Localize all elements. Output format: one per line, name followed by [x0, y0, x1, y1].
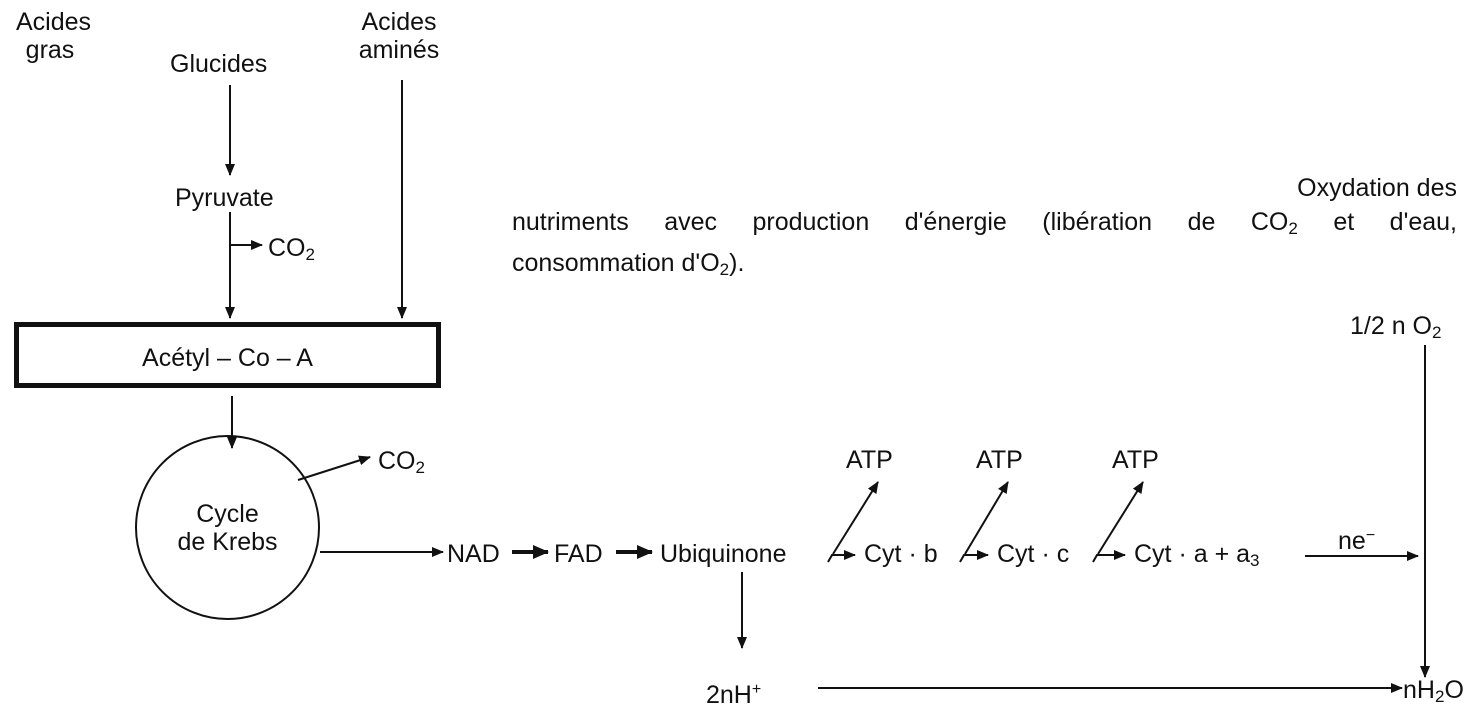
arrow-ubiquinone-cytb	[827, 550, 856, 563]
caption-line-2: nutriments avec production d'énergie (li…	[512, 208, 1458, 238]
cyt-a-label: Cyt · a + a3	[1134, 540, 1260, 570]
fad-label: FAD	[554, 540, 603, 568]
protons-label: 2nH+	[706, 681, 762, 709]
caption-line-3: consommation d'O2).	[512, 249, 745, 279]
arrow-cytb-cytc	[959, 550, 989, 563]
arrow-cytc-cyta	[1092, 550, 1126, 563]
nad-label: NAD	[447, 540, 500, 568]
caption-text: Oxydation des nutriments avec production…	[512, 171, 1457, 287]
arrow-krebs-co2	[297, 455, 371, 481]
ubiquinone-label: Ubiquinone	[660, 540, 787, 568]
pyruvate-label: Pyruvate	[175, 184, 274, 212]
atp-label-1: ATP	[846, 446, 893, 474]
acetyl-coa-label: Acétyl – Co – A	[142, 344, 313, 372]
amino-acids-label: Acides aminés	[358, 8, 440, 64]
caption-line-1: Oxydation des	[1297, 174, 1457, 202]
acetyl-coa-box: Acétyl – Co – A	[14, 322, 441, 388]
arrow-atp-1	[832, 481, 879, 555]
oxygen-label: 1/2 n O2	[1350, 312, 1442, 342]
water-label: nH2O	[1403, 676, 1464, 706]
co2-label-pyruvate: CO2	[268, 234, 315, 264]
fatty-acids-label: Acides gras	[16, 8, 92, 64]
electrons-label: ne−	[1338, 527, 1376, 555]
atp-label-2: ATP	[976, 446, 1023, 474]
atp-label-3: ATP	[1112, 446, 1159, 474]
arrow-atp-3	[1097, 481, 1144, 555]
krebs-cycle-circle	[135, 435, 320, 620]
krebs-cycle-label: Cycle de Krebs	[177, 500, 278, 556]
co2-label-krebs: CO2	[378, 447, 425, 477]
cyt-c-label: Cyt · c	[997, 540, 1070, 568]
cyt-b-label: Cyt · b	[864, 540, 938, 568]
carbohydrates-label: Glucides	[170, 50, 268, 78]
arrow-atp-2	[964, 481, 1009, 555]
